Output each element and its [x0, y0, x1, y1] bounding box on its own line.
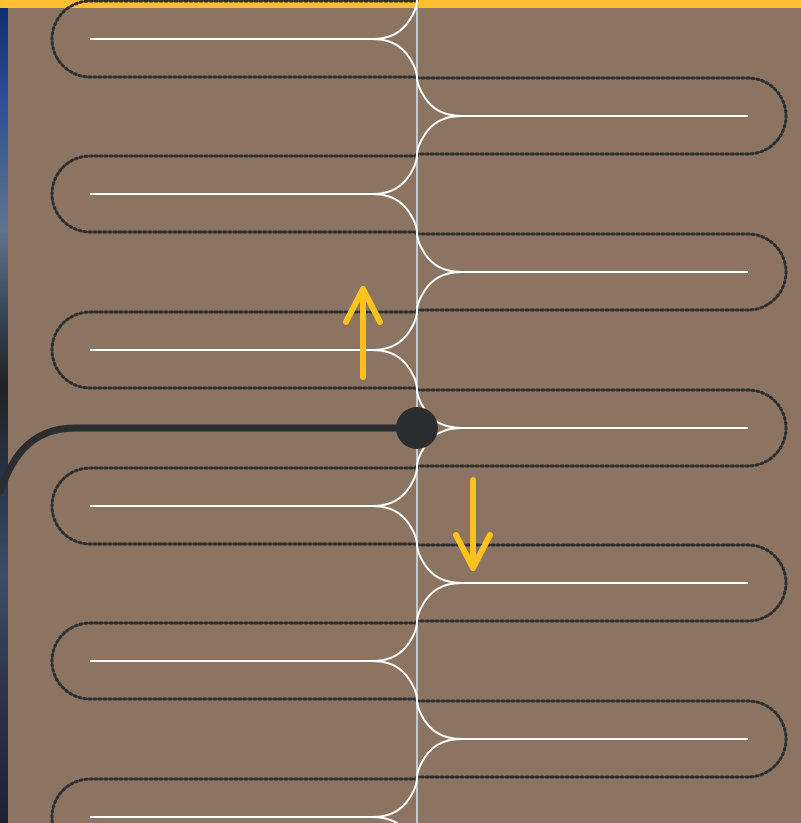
junction-node-icon: [396, 407, 438, 449]
left-branch-curve: [372, 194, 417, 234]
right-branches: [417, 76, 748, 779]
down-arrow-icon: [456, 480, 490, 568]
left-branch-line: [90, 154, 417, 194]
right-branch-curve: [417, 739, 462, 779]
left-branch-curve: [372, 817, 417, 823]
right-branch-line: [417, 76, 748, 116]
right-branch-line: [417, 388, 748, 428]
left-branch-curve: [372, 661, 417, 701]
right-branch-curve: [417, 583, 462, 623]
left-branch-line: [90, 466, 417, 506]
left-branch-curve: [372, 350, 417, 390]
left-branch-curve: [372, 506, 417, 546]
feed-line: [0, 428, 417, 492]
right-branch-line: [417, 699, 748, 739]
right-branch-line: [417, 543, 748, 583]
up-arrow-icon: [346, 289, 380, 377]
left-branch-curve: [372, 39, 417, 79]
right-branch-line: [417, 232, 748, 272]
right-branch-curve: [417, 116, 462, 156]
left-branch-line: [90, 310, 417, 350]
left-branch-line: [90, 777, 417, 817]
left-branch-line: [90, 0, 417, 39]
left-branch-line: [90, 621, 417, 661]
dotted-left-loops: [52, 1, 417, 823]
right-branch-curve: [417, 272, 462, 312]
